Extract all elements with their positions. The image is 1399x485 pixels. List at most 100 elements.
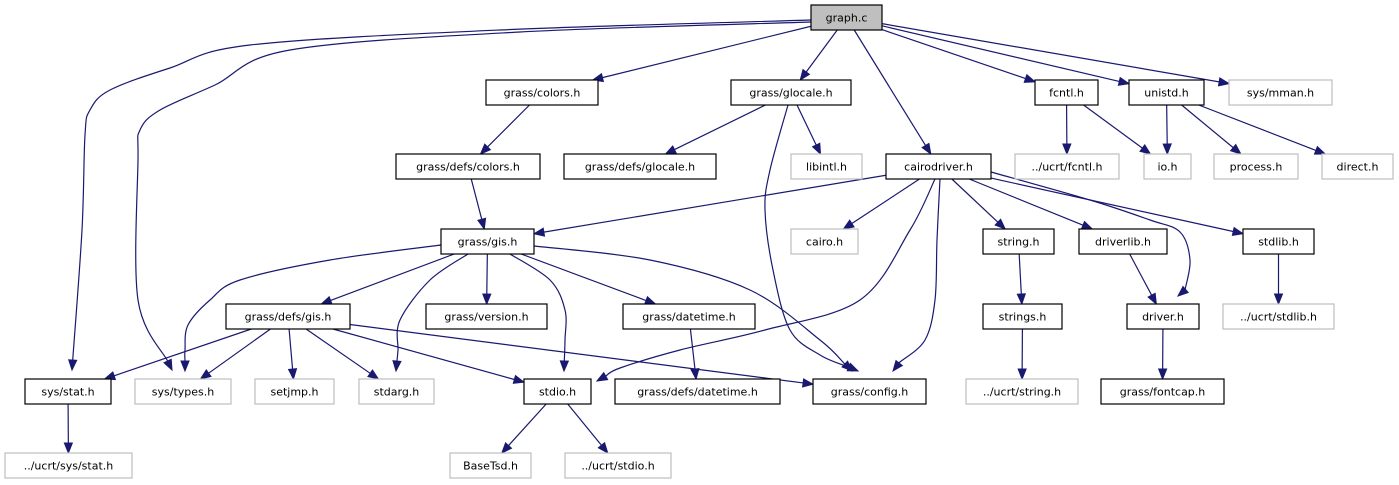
node-box[interactable] <box>982 228 1055 255</box>
node-box[interactable] <box>982 303 1063 330</box>
node-label[interactable]: string.h <box>997 236 1039 249</box>
node-label: stdarg.h <box>374 386 420 399</box>
node-box[interactable] <box>1242 228 1315 255</box>
node-label: BaseTsd.h <box>463 460 518 473</box>
node-stdlib-h[interactable]: stdlib.h <box>1242 228 1315 255</box>
node-box[interactable] <box>440 228 535 255</box>
node-stdio-h[interactable]: stdio.h <box>523 378 592 405</box>
node-box[interactable] <box>1034 79 1099 106</box>
node-label[interactable]: grass/config.h <box>831 386 909 399</box>
node-label[interactable]: graph.c <box>826 12 868 25</box>
node-unistd-h[interactable]: unistd.h <box>1128 79 1205 106</box>
node-box <box>4 452 133 479</box>
node-box[interactable] <box>885 153 992 180</box>
arrowhead-icon <box>1023 73 1037 83</box>
edge-line <box>851 178 920 225</box>
node-label: sys/mman.h <box>1247 87 1314 100</box>
node-box[interactable] <box>523 378 592 405</box>
node-strings-h[interactable]: strings.h <box>982 303 1063 330</box>
node-driverlib-h[interactable]: driverlib.h <box>1078 228 1168 255</box>
node-fcntl-h[interactable]: fcntl.h <box>1034 79 1099 106</box>
node-grass-datetime-h[interactable]: grass/datetime.h <box>622 303 756 330</box>
edge-strings-h-to-ucrt-string-h <box>1017 328 1027 381</box>
node-string-h[interactable]: string.h <box>982 228 1055 255</box>
node-label[interactable]: grass/gis.h <box>458 236 518 249</box>
node-label[interactable]: grass/defs/datetime.h <box>637 386 758 399</box>
node-box[interactable] <box>24 378 112 405</box>
node-grass-config-h[interactable]: grass/config.h <box>812 378 927 405</box>
node-label[interactable]: grass/fontcap.h <box>1120 386 1206 399</box>
edge-line <box>543 174 887 233</box>
arrowhead-icon <box>287 368 298 381</box>
node-grass-gis-h[interactable]: grass/gis.h <box>440 228 535 255</box>
node-setjmp-h: setjmp.h <box>254 378 335 405</box>
node-label[interactable]: grass/datetime.h <box>642 311 736 324</box>
node-box[interactable] <box>225 303 351 330</box>
edge-line <box>1181 104 1234 149</box>
node-sys-types-h: sys/types.h <box>134 378 232 405</box>
node-grass-fontcap-h[interactable]: grass/fontcap.h <box>1100 378 1225 405</box>
node-cairodriver-h[interactable]: cairodriver.h <box>885 153 992 180</box>
node-sys-stat-h[interactable]: sys/stat.h <box>24 378 112 405</box>
edge-line <box>602 25 812 79</box>
nodes-layer: graph.c grass/colors.h grass/glocale.h fcnt… <box>4 4 1394 479</box>
node-box[interactable] <box>1078 228 1168 255</box>
node-label[interactable]: driver.h <box>1142 311 1184 324</box>
node-label[interactable]: stdio.h <box>539 386 576 399</box>
node-grass-glocale-h[interactable]: grass/glocale.h <box>730 79 852 106</box>
node-box[interactable] <box>622 303 756 330</box>
node-label[interactable]: unistd.h <box>1144 87 1189 100</box>
node-label[interactable]: grass/version.h <box>444 311 528 324</box>
node-box[interactable] <box>1100 378 1225 405</box>
node-label[interactable]: fcntl.h <box>1049 87 1084 100</box>
node-label[interactable]: strings.h <box>999 311 1047 324</box>
edge-line <box>208 328 271 374</box>
node-grass-defs-colors-h[interactable]: grass/defs/colors.h <box>395 153 541 180</box>
edge-line <box>881 23 1220 83</box>
node-box <box>790 228 859 255</box>
node-label[interactable]: sys/stat.h <box>41 386 94 399</box>
node-box[interactable] <box>1126 303 1200 330</box>
arrowhead-icon <box>1117 76 1131 86</box>
node-label: io.h <box>1157 161 1177 174</box>
node-grass-colors-h[interactable]: grass/colors.h <box>485 79 599 106</box>
node-box[interactable] <box>730 79 852 106</box>
edge-graph-c-to-sys-mman-h <box>881 23 1231 87</box>
node-label[interactable]: grass/defs/glocale.h <box>585 161 695 174</box>
node-label[interactable]: grass/defs/colors.h <box>416 161 520 174</box>
node-box[interactable] <box>485 79 599 106</box>
node-label[interactable]: grass/defs/gis.h <box>245 311 332 324</box>
node-io-h: io.h <box>1143 153 1192 180</box>
node-label[interactable]: grass/colors.h <box>504 87 581 100</box>
node-box[interactable] <box>810 4 883 31</box>
node-label[interactable]: grass/glocale.h <box>749 87 832 100</box>
node-label[interactable]: driverlib.h <box>1095 236 1151 249</box>
edge-graph-c-to-fcntl-h <box>881 29 1037 83</box>
edge-line <box>796 104 817 146</box>
node-grass-defs-gis-h[interactable]: grass/defs/gis.h <box>225 303 351 330</box>
node-ucrt-fcntl-h: ../ucrt/fcntl.h <box>1014 153 1120 180</box>
edge-cairodriver-h-to-string-h <box>951 178 1007 230</box>
node-label[interactable]: cairodriver.h <box>904 161 973 174</box>
edge-cairodriver-h-to-grass-gis-h <box>532 174 887 237</box>
node-graph-c[interactable]: graph.c <box>810 4 883 31</box>
edge-line <box>305 328 371 374</box>
node-box[interactable] <box>395 153 541 180</box>
node-grass-defs-datetime-h[interactable]: grass/defs/datetime.h <box>614 378 781 405</box>
arrowhead-icon <box>63 442 74 455</box>
edge-grass-defs-gis-h-to-sys-stat-h <box>103 328 252 381</box>
arrowhead-icon <box>477 217 487 231</box>
node-grass-defs-glocale-h[interactable]: grass/defs/glocale.h <box>563 153 717 180</box>
node-box <box>358 378 435 405</box>
node-driver-h[interactable]: driver.h <box>1126 303 1200 330</box>
node-box[interactable] <box>1128 79 1205 106</box>
node-box[interactable] <box>563 153 717 180</box>
node-grass-version-h[interactable]: grass/version.h <box>425 303 548 330</box>
edge-line <box>881 25 1120 83</box>
node-box[interactable] <box>425 303 548 330</box>
node-box[interactable] <box>614 378 781 405</box>
edge-line <box>349 323 804 384</box>
node-label[interactable]: stdlib.h <box>1258 236 1299 249</box>
node-box[interactable] <box>812 378 927 405</box>
edge-cairodriver-h-to-grass-config-h <box>892 178 941 373</box>
